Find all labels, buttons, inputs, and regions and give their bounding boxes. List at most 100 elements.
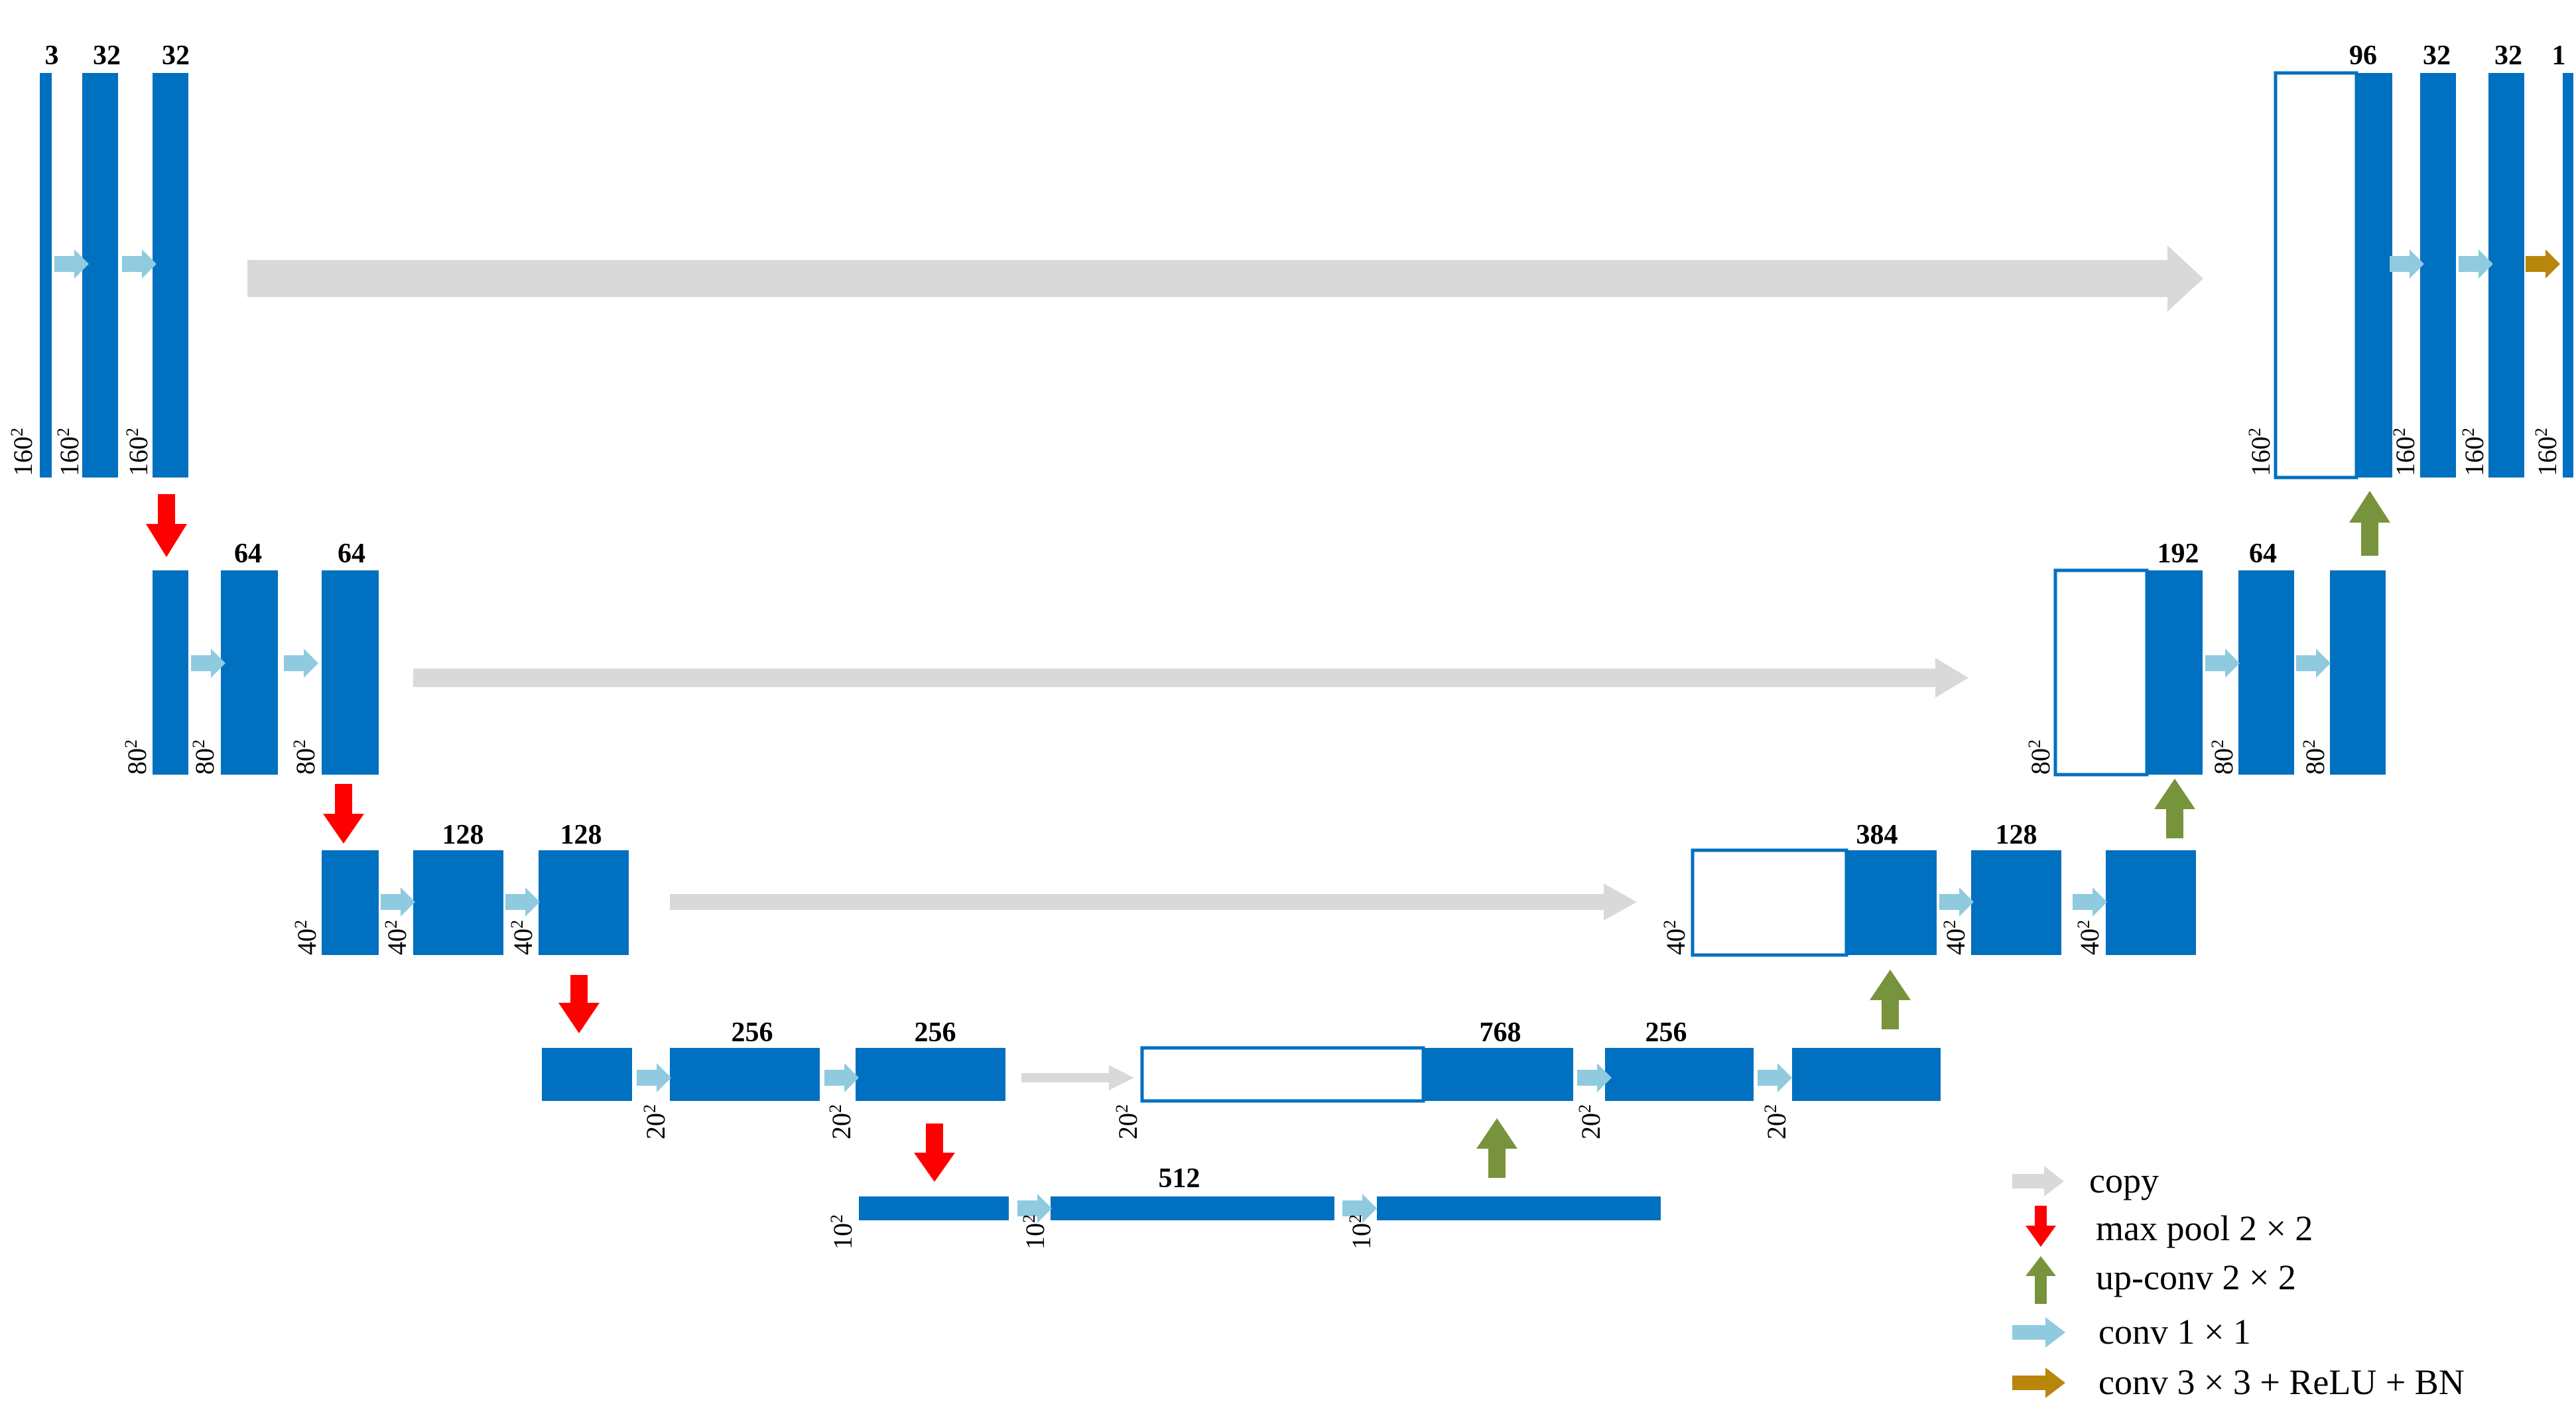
- size-label: 1602: [2245, 428, 2276, 476]
- feature-map-block: [856, 1048, 1005, 1101]
- legend-conv1-label: conv 1 × 1: [2098, 1312, 2251, 1352]
- size-label: 802: [290, 739, 320, 775]
- size-label: 402: [2074, 920, 2104, 955]
- feature-map-block: [542, 1048, 632, 1101]
- conv1x1-arrow: [1758, 1063, 1792, 1092]
- feature-map-block: [539, 850, 629, 955]
- conv1x1-arrow: [2390, 249, 2424, 279]
- feature-map-block: [1377, 1196, 1661, 1220]
- feature-map-block: [322, 850, 379, 955]
- upconv-arrow: [2154, 779, 2195, 838]
- size-label: 102: [1346, 1214, 1376, 1250]
- channel-label: 768: [1480, 1017, 1521, 1048]
- maxpool-arrow: [146, 494, 187, 557]
- feature-map-block: [82, 73, 118, 478]
- maxpool-arrow: [323, 784, 364, 844]
- feature-map-block: [670, 1048, 820, 1101]
- conv1x1-arrow: [2459, 249, 2493, 279]
- copy-arrow: [413, 658, 1968, 698]
- channel-label: 384: [1856, 820, 1898, 850]
- size-label: 802: [2208, 739, 2238, 775]
- feature-map-block: [2330, 570, 2386, 775]
- feature-map-block: [1605, 1048, 1754, 1101]
- feature-map-block: [1792, 1048, 1941, 1101]
- conv1x1-arrow: [824, 1063, 859, 1092]
- channel-label: 512: [1159, 1163, 1200, 1194]
- feature-map-block: [322, 570, 379, 775]
- legend-copy-label: copy: [2089, 1161, 2159, 1200]
- conv1x1-arrow: [1939, 887, 1974, 917]
- channel-label: 256: [915, 1017, 956, 1048]
- channel-label: 3: [45, 40, 59, 71]
- feature-map-block: [221, 570, 278, 775]
- channel-label: 128: [560, 820, 602, 850]
- size-label: 802: [189, 739, 220, 775]
- channel-label: 128: [442, 820, 484, 850]
- channel-label: 32: [2494, 40, 2522, 71]
- size-label: 1602: [2390, 428, 2420, 476]
- legend: copy max pool 2 × 2 up-conv 2 × 2 conv 1…: [2012, 1161, 2465, 1402]
- size-label: 402: [1660, 920, 1691, 955]
- channel-label: 1: [2552, 40, 2566, 71]
- channel-label: 32: [2423, 40, 2451, 71]
- level-5-bottleneck: 512 102 102 102: [827, 1163, 1661, 1250]
- conv1x1-arrow: [2296, 649, 2331, 678]
- size-label: 202: [826, 1104, 856, 1139]
- upconv-arrow: [1476, 1118, 1517, 1178]
- feature-map-block: [2238, 570, 2294, 775]
- concat-block-empty: [2274, 71, 2358, 480]
- feature-map-block: [40, 73, 52, 478]
- conv1x1-arrow: [381, 887, 415, 917]
- feature-map-block: [2147, 570, 2203, 775]
- channel-label: 32: [93, 40, 121, 71]
- legend-maxpool-label: max pool 2 × 2: [2096, 1208, 2313, 1248]
- feature-map-block: [1051, 1196, 1334, 1220]
- channel-label: 256: [1645, 1017, 1687, 1048]
- copy-arrow: [1021, 1065, 1134, 1090]
- maxpool-arrow: [558, 975, 600, 1033]
- conv1x1-arrow: [2073, 887, 2107, 917]
- level-4-decoder: 768 256 202 202 202: [1112, 1017, 1941, 1139]
- channel-label: 64: [2249, 539, 2277, 569]
- channel-label: 64: [338, 539, 365, 569]
- size-label: 202: [1112, 1104, 1143, 1139]
- feature-map-block: [2106, 850, 2196, 955]
- feature-map-block: [413, 850, 503, 955]
- feature-map-block: [859, 1196, 1009, 1220]
- level-2-decoder: 192 64 802 802 802: [2025, 539, 2386, 777]
- upconv-arrow-legend-icon: [2026, 1256, 2056, 1304]
- size-label: 1602: [54, 428, 84, 476]
- conv1x1-arrow: [191, 649, 225, 678]
- channel-label: 64: [234, 539, 262, 569]
- size-label: 1602: [2532, 428, 2562, 476]
- copy-arrow: [670, 883, 1637, 921]
- size-label: 802: [2025, 739, 2055, 775]
- conv1x1-arrow: [637, 1063, 671, 1092]
- conv1x1-arrow: [505, 887, 540, 917]
- conv1x1-arrow: [284, 649, 318, 678]
- channel-label: 192: [2157, 539, 2199, 569]
- maxpool-arrow: [914, 1123, 955, 1182]
- size-label: 402: [1940, 920, 1970, 955]
- channel-label: 128: [1996, 820, 2037, 850]
- conv1x1-arrow-legend-icon: [2012, 1317, 2065, 1348]
- copy-arrow-legend-icon: [2012, 1166, 2064, 1196]
- size-label: 402: [291, 920, 322, 955]
- channel-label: 96: [2349, 40, 2377, 71]
- maxpool-arrow-legend-icon: [2026, 1206, 2056, 1247]
- size-label: 402: [507, 920, 538, 955]
- feature-map-block: [153, 570, 188, 775]
- size-label: 202: [1575, 1104, 1606, 1139]
- level-2-encoder: 64 64 802 802 802: [121, 539, 379, 775]
- feature-map-block: [1971, 850, 2061, 955]
- size-label: 202: [1761, 1104, 1791, 1139]
- conv1x1-arrow: [2205, 649, 2240, 678]
- level-4-encoder: 256 256 202 202: [542, 1017, 1005, 1139]
- size-label: 102: [1019, 1214, 1050, 1250]
- size-label: 802: [2299, 739, 2330, 775]
- feature-map-block: [2356, 73, 2392, 478]
- feature-map-block: [153, 73, 188, 478]
- upconv-arrow: [2349, 491, 2390, 556]
- size-label: 1602: [2459, 428, 2489, 476]
